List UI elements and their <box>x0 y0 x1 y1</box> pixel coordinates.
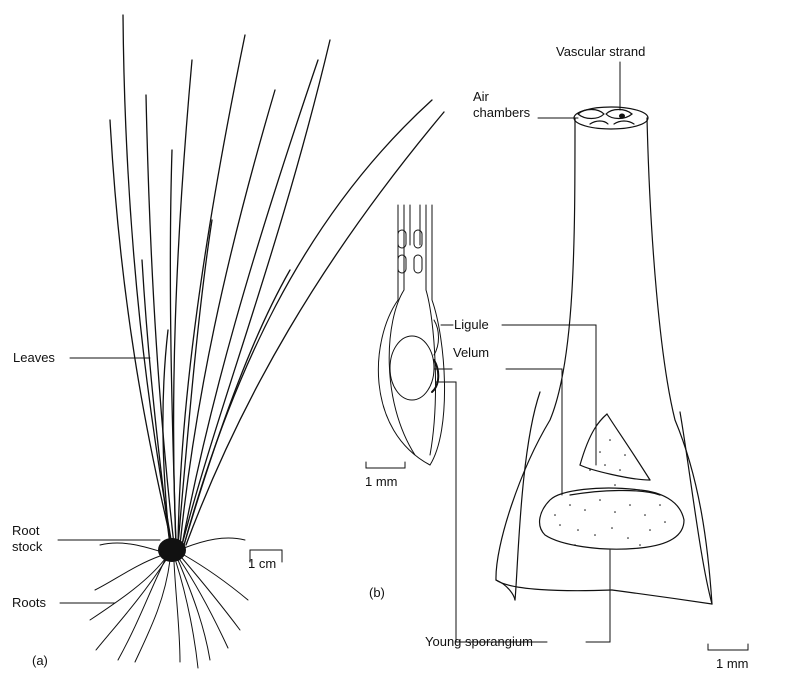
label-panel-a: (a) <box>32 653 48 668</box>
leaf-section-drawing <box>378 205 444 465</box>
leaves-drawing <box>110 15 444 545</box>
label-scale-a: 1 cm <box>248 556 276 571</box>
label-air-line1: Air <box>473 89 489 104</box>
vascular-strand-dot <box>619 114 625 119</box>
label-scale-b-small: 1 mm <box>365 474 398 489</box>
label-young-sporangium: Young sporangium <box>425 634 533 649</box>
label-velum: Velum <box>453 345 489 360</box>
label-root-stock-line1: Root <box>12 523 39 538</box>
label-ligule: Ligule <box>454 317 489 332</box>
label-air-line2: chambers <box>473 105 530 120</box>
label-vascular-strand: Vascular strand <box>556 44 645 59</box>
label-root-stock-line2: stock <box>12 539 42 554</box>
scale-bar-b-small <box>366 462 405 468</box>
scale-bar-b-large <box>708 644 748 650</box>
label-panel-b: (b) <box>369 585 385 600</box>
label-leaves: Leaves <box>13 350 55 365</box>
label-roots: Roots <box>12 595 46 610</box>
label-scale-b-large: 1 mm <box>716 656 749 671</box>
leaf-base-drawing <box>496 107 712 604</box>
